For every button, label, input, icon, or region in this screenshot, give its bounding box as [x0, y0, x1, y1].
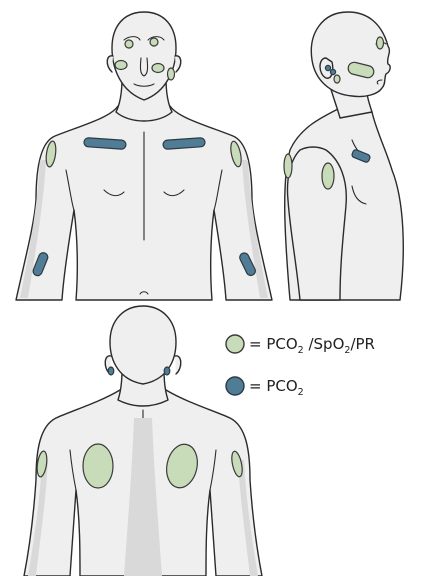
legend: = PCO2 /SpO2/PR = PCO2 [226, 335, 375, 398]
legend-green-swatch [226, 335, 244, 353]
green-sensor-side-back [284, 154, 292, 178]
green-sensor-side-ear [334, 75, 340, 83]
green-sensor-back-left-scapula [83, 444, 113, 488]
green-sensor-side-upper-arm [322, 163, 334, 189]
blue-sensor-back-left-ear [108, 367, 114, 375]
green-sensor-cheek-left [115, 61, 127, 70]
blue-sensor-back-right-ear [164, 367, 170, 375]
front-right-ear [175, 56, 181, 72]
blue-sensor-side-ear-a [325, 65, 330, 70]
green-sensor-ear-front [168, 68, 175, 80]
legend-blue-swatch [226, 377, 244, 395]
green-sensor-forehead-left [125, 40, 133, 48]
green-sensor-cheek-right [152, 64, 164, 73]
green-sensor-forehead-right [150, 38, 158, 46]
legend-green-label: = PCO2 /SpO2/PR [249, 335, 375, 356]
green-sensor-side-forehead [377, 37, 384, 49]
side-view-figure [285, 12, 404, 300]
legend-blue-label: = PCO2 [249, 377, 304, 398]
front-left-ear [107, 56, 113, 72]
blue-sensor-side-ear-b [330, 69, 335, 74]
back-right-ear [175, 356, 181, 374]
